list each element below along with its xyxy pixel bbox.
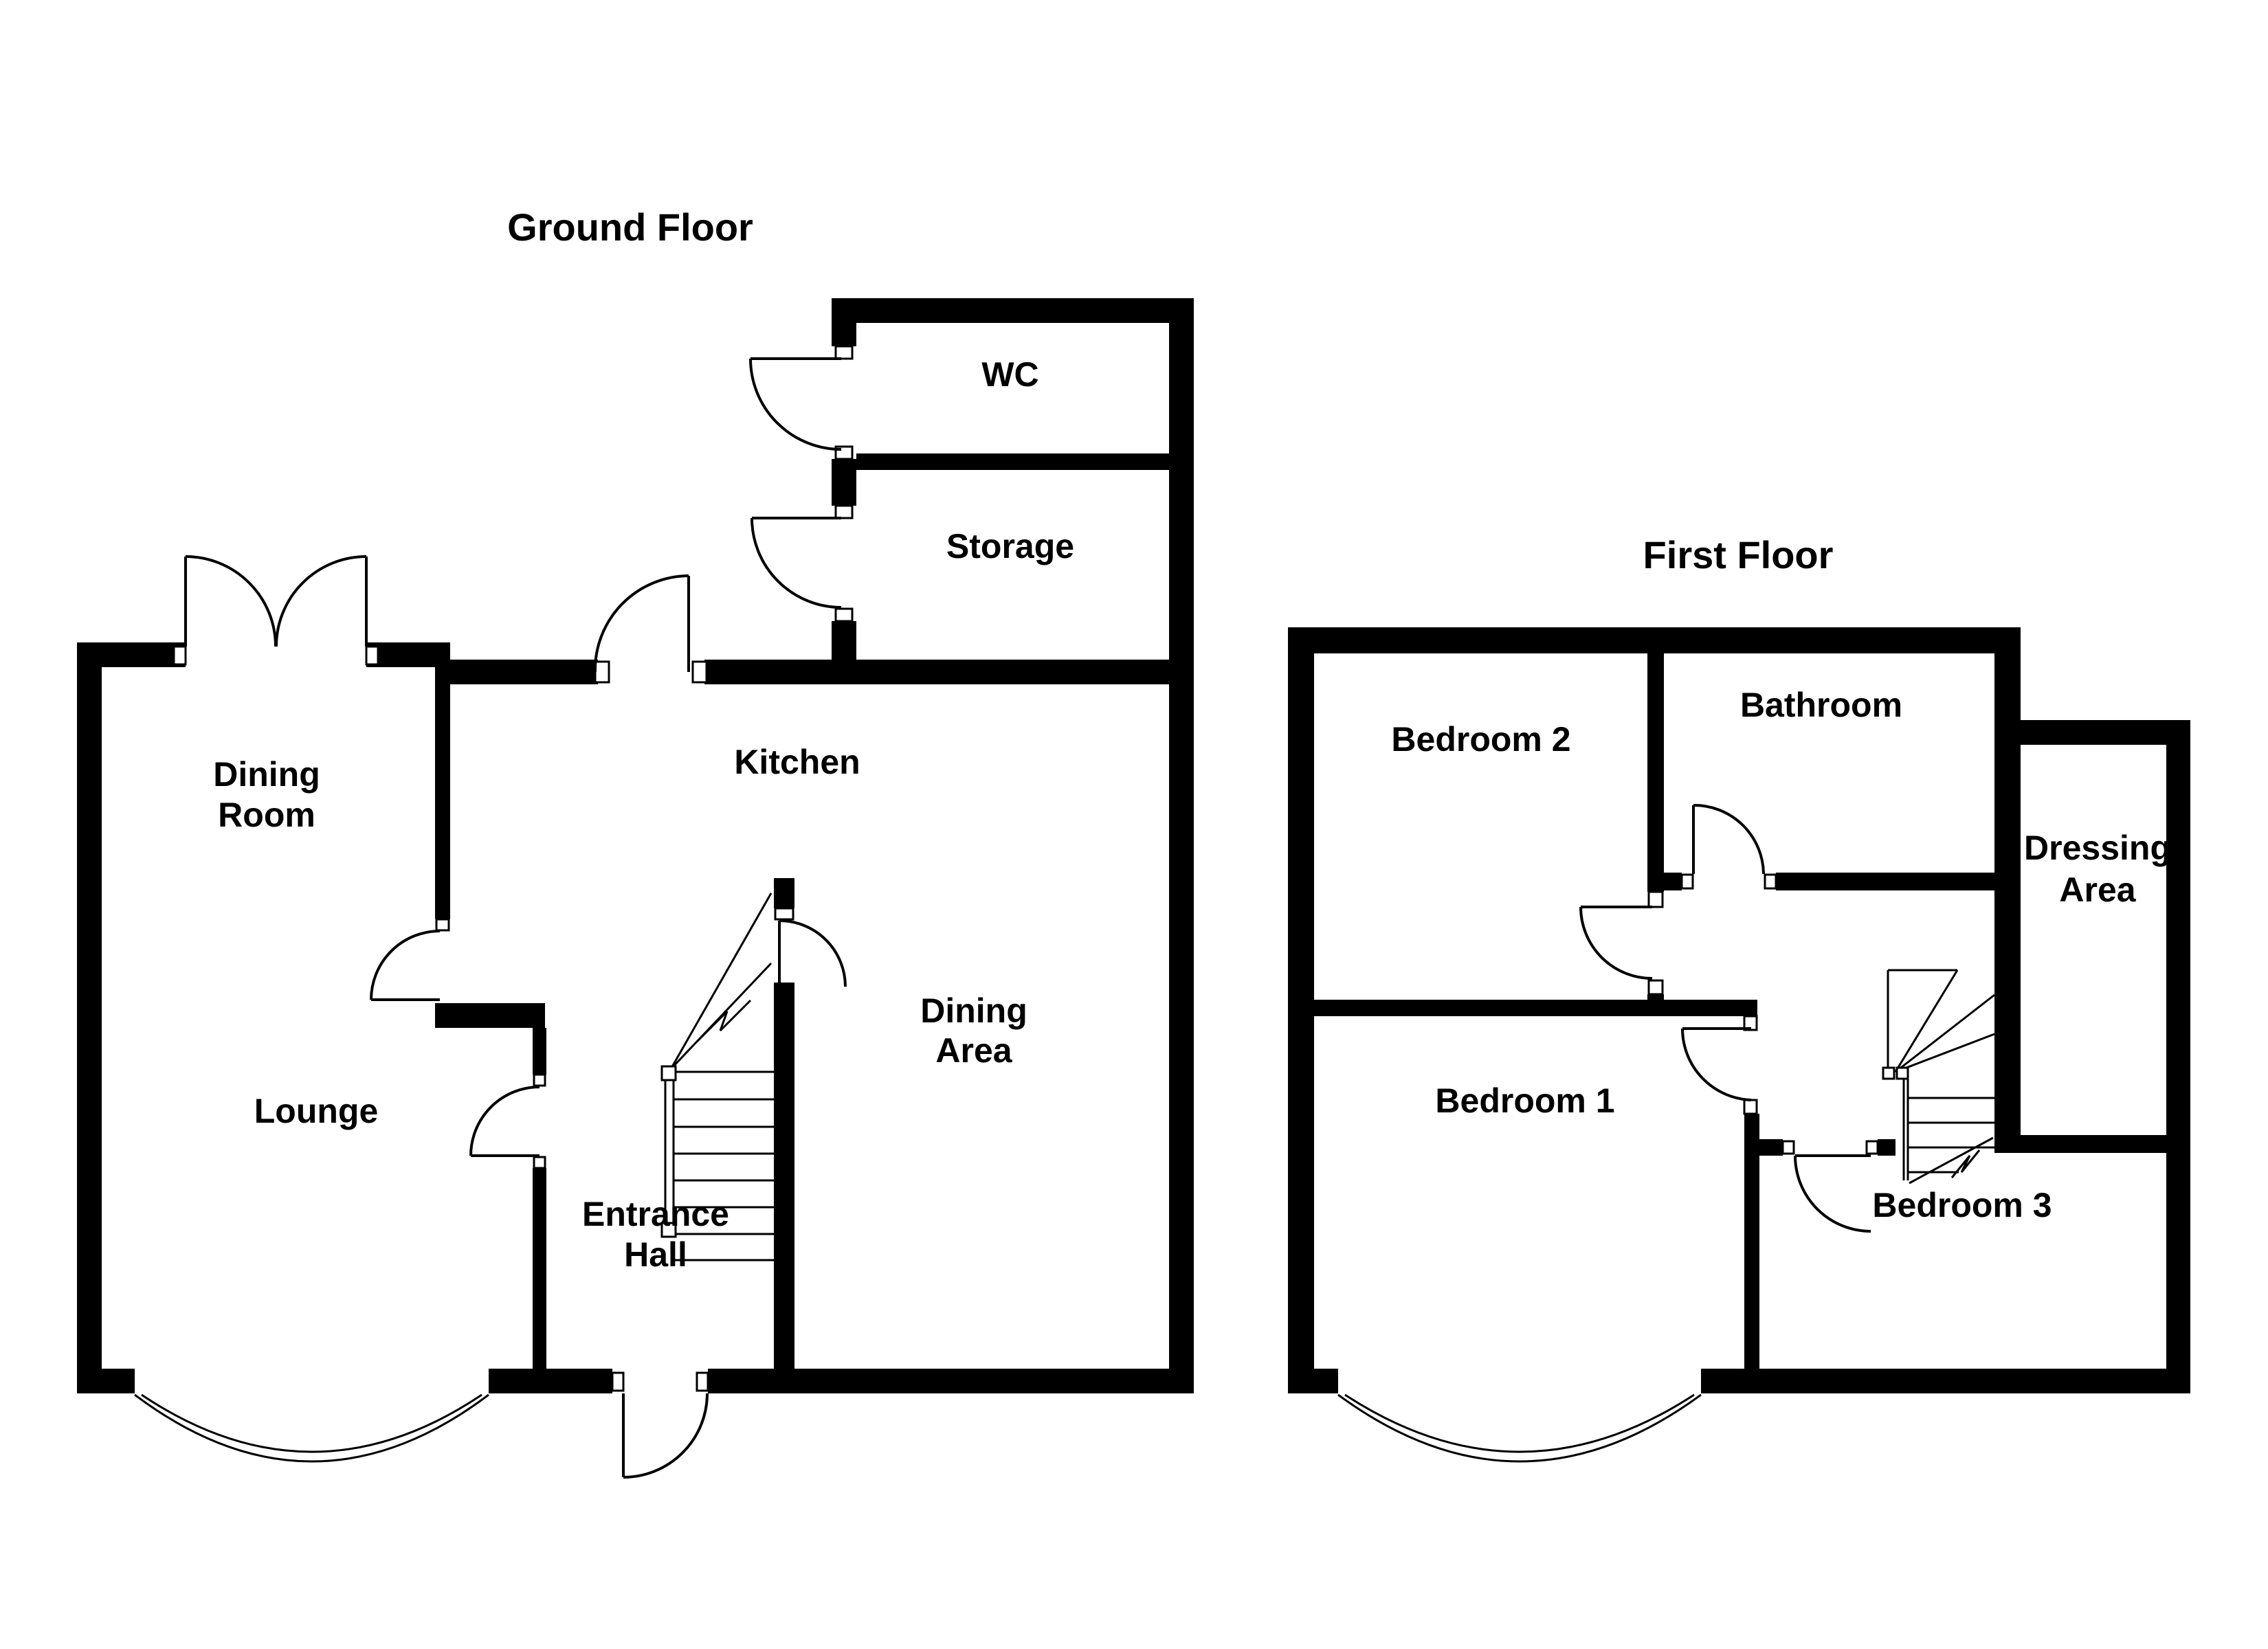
ground-floor-room-labels: WC Storage Kitchen Dining Room Dining Ar… (213, 355, 1074, 1274)
storage-label: Storage (946, 527, 1074, 565)
ground-floor-title: Ground Floor (507, 205, 753, 249)
entrance-hall-label-line1: Entrance (582, 1195, 729, 1233)
ground-floor-walls (77, 298, 1194, 1393)
dining-room-label-line2: Room (218, 796, 315, 834)
bedroom-1-bay-window (1337, 1393, 1702, 1463)
bathroom-label: Bathroom (1740, 686, 1902, 724)
bedroom-1-label: Bedroom 1 (1435, 1081, 1614, 1120)
bedroom-3-door (1794, 1154, 1871, 1233)
entrance-hall-label-line2: Hall (624, 1235, 687, 1274)
bathroom-door (1692, 803, 1765, 875)
first-floor-door-jambs (1647, 873, 1879, 1155)
first-floor-title: First Floor (1643, 533, 1834, 576)
dressing-area-label-line1: Dressing (2024, 829, 2171, 867)
wc-door (749, 357, 842, 451)
dining-area-label-line2: Area (935, 1031, 1012, 1070)
ground-floor-door-jambs (173, 345, 854, 1392)
storage-door (751, 517, 842, 609)
dining-room-double-door (184, 555, 368, 647)
ground-floor-plan: Ground Floor (77, 205, 1194, 1479)
kitchen-door (593, 574, 690, 673)
first-floor-stairs (1882, 969, 1995, 1185)
ground-floor-stairs (660, 893, 774, 1261)
first-floor-walls (1288, 627, 2190, 1393)
dining-room-label-line1: Dining (213, 755, 320, 794)
lounge-door-upper (370, 930, 441, 1001)
first-floor-room-labels: Bedroom 2 Bathroom Dressing Area Bedroom… (1391, 686, 2171, 1224)
bedroom-3-label: Bedroom 3 (1872, 1186, 2052, 1224)
lounge-bay-window (134, 1393, 489, 1463)
dining-area-door (778, 919, 847, 987)
lounge-label: Lounge (254, 1092, 379, 1130)
bedroom-2-door (1579, 906, 1653, 980)
lounge-door-lower (469, 1086, 540, 1157)
dressing-area-label-line2: Area (2059, 871, 2136, 909)
dining-area-label-line1: Dining (920, 991, 1027, 1030)
bedroom-1-door (1681, 1027, 1752, 1101)
wc-label: WC (981, 355, 1038, 394)
first-floor-plan: First Floor (1288, 533, 2190, 1463)
front-door (622, 1393, 709, 1479)
kitchen-label: Kitchen (734, 743, 860, 781)
bedroom-2-label: Bedroom 2 (1391, 720, 1570, 759)
